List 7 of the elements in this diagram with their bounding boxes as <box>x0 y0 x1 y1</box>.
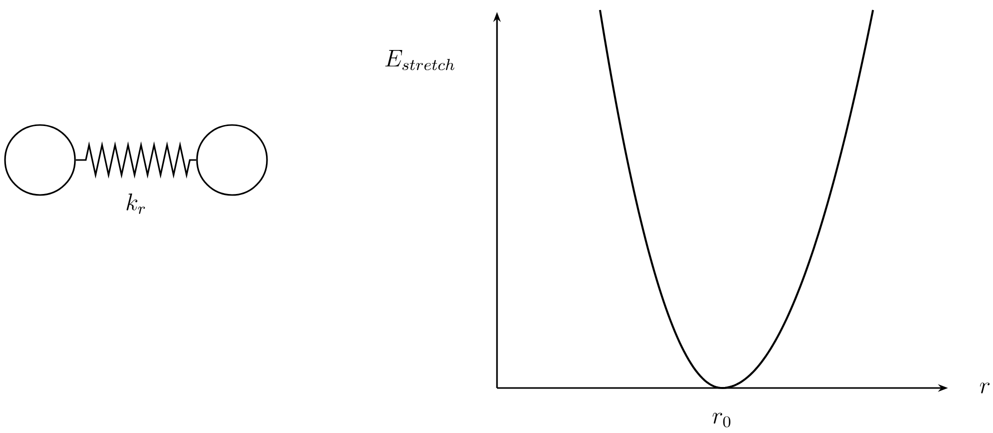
spring <box>76 141 196 179</box>
tick-label: $r_0$ <box>712 412 730 428</box>
edge-label: $k_r$ <box>126 193 145 214</box>
ball <box>196 124 268 196</box>
axis-label: $r$ <box>980 382 990 394</box>
ball <box>4 124 76 196</box>
axis-label: $E_{stretch}$ <box>385 50 454 70</box>
